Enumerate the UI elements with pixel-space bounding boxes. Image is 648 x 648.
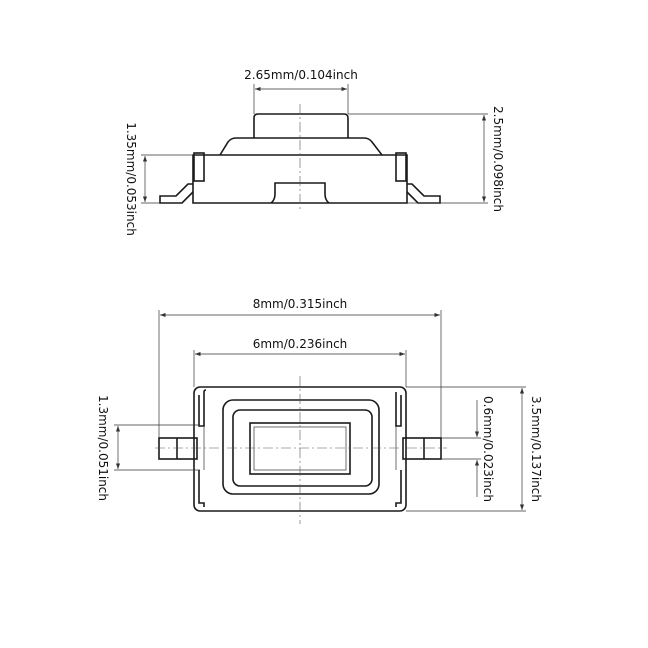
side-view: 2.65mm/0.104inch 2.5mm/0.098inch 1.35mm/…: [124, 68, 505, 236]
overall-length-label: 8mm/0.315inch: [253, 297, 348, 311]
pin-left: [158, 437, 198, 460]
body-length-label: 6mm/0.236inch: [253, 337, 348, 351]
housing-outer-ring: [222, 399, 380, 495]
total-height-label: 2.5mm/0.098inch: [491, 106, 505, 212]
pin-right: [402, 437, 442, 460]
pin-width-label: 0.6mm/0.023inch: [481, 396, 495, 502]
right-lead: [406, 183, 441, 204]
left-lead: [159, 183, 194, 204]
body-width-label: 3.5mm/0.137inch: [529, 396, 543, 502]
body-height-label: 1.35mm/0.053inch: [124, 122, 138, 236]
pin-spacing-label: 1.3mm/0.051inch: [96, 395, 110, 501]
button-cap: [253, 113, 349, 138]
cap-width-label: 2.65mm/0.104inch: [244, 68, 358, 82]
right-tab: [395, 152, 407, 182]
shoulder: [219, 137, 383, 156]
top-view: 8mm/0.315inch 6mm/0.236inch 3.5mm/0.137i…: [96, 297, 543, 524]
left-tab: [193, 152, 205, 182]
